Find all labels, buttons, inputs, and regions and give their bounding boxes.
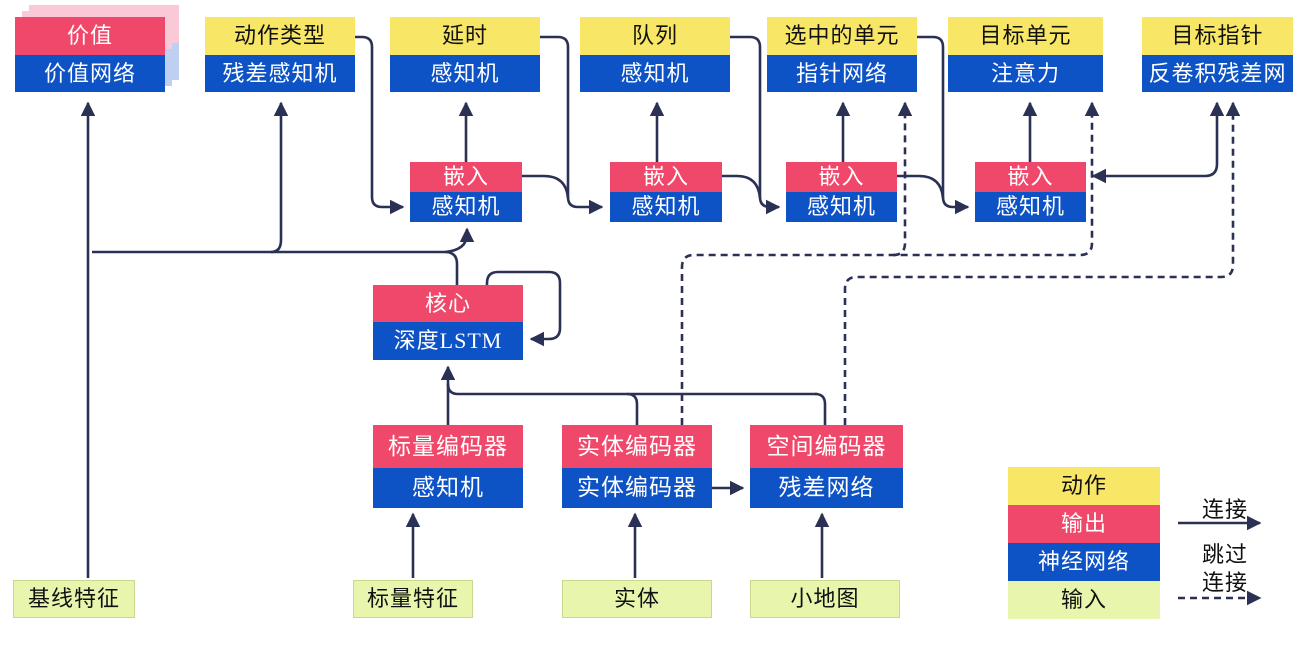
skip-entity-to-target-unit <box>680 101 1100 425</box>
embed3-network-label: 感知机 <box>786 192 897 222</box>
skip-entity-to-selected <box>892 101 913 257</box>
input-minimap: 小地图 <box>750 580 900 618</box>
embed2-network-label: 感知机 <box>610 192 722 222</box>
legend-connection-label: 连接 <box>1201 497 1248 522</box>
queue-network-label: 感知机 <box>580 55 730 92</box>
legend-action-label: 动作 <box>1008 467 1160 505</box>
target-unit-network-label: 注意力 <box>948 55 1103 92</box>
core-network-label: 深度LSTM <box>373 322 523 360</box>
node-spatial-encoder: 空间编码器 残差网络 <box>750 425 903 508</box>
selected-units-action-label: 选中的单元 <box>767 17 917 55</box>
edge-core-output-bus <box>92 250 459 285</box>
legend-skip-label-line2: 连接 <box>1201 570 1248 595</box>
edge-core-to-embed1 <box>444 227 475 254</box>
spatial-encoder-output-label: 空间编码器 <box>750 425 903 468</box>
input-baseline-features: 基线特征 <box>13 580 135 618</box>
node-value: 价值 价值网络 <box>15 17 165 92</box>
input-entities: 实体 <box>562 580 712 618</box>
legend-skip-label-line1: 跳过 <box>1201 542 1248 567</box>
spatial-encoder-network-label: 残差网络 <box>750 468 903 508</box>
edge-spatial-encoder-join <box>814 392 827 425</box>
legend: 动作 输出 神经网络 输入 <box>1008 467 1160 619</box>
edge-selected-to-embed4 <box>917 35 970 215</box>
node-action-type: 动作类型 残差感知机 <box>205 17 355 92</box>
embed1-output-label: 嵌入 <box>410 162 522 192</box>
embed3-output-label: 嵌入 <box>786 162 897 192</box>
node-entity-encoder: 实体编码器 实体编码器 <box>562 425 712 508</box>
delay-action-label: 延时 <box>390 17 540 55</box>
legend-output-label: 输出 <box>1008 505 1160 543</box>
embed2-output-label: 嵌入 <box>610 162 722 192</box>
core-output-label: 核心 <box>373 285 523 322</box>
target-unit-action-label: 目标单元 <box>948 17 1103 55</box>
entity-encoder-network-label: 实体编码器 <box>562 468 712 508</box>
entity-encoder-output-label: 实体编码器 <box>562 425 712 468</box>
node-embed-2: 嵌入 感知机 <box>610 162 722 222</box>
value-network-label: 价值网络 <box>15 55 165 92</box>
action-type-network-label: 残差感知机 <box>205 55 355 92</box>
node-delay: 延时 感知机 <box>390 17 540 92</box>
edge-core-self-loop <box>485 270 562 347</box>
skip-spatial-to-target-point <box>843 101 1241 425</box>
node-core: 核心 深度LSTM <box>373 285 523 360</box>
node-scalar-encoder: 标量编码器 感知机 <box>373 425 523 508</box>
edge-entity-encoder-join <box>626 392 639 425</box>
edge-core-to-action-type <box>270 101 289 254</box>
action-type-action-label: 动作类型 <box>205 17 355 55</box>
selected-units-network-label: 指针网络 <box>767 55 917 92</box>
edge-encoder-bus <box>446 383 817 396</box>
legend-network-label: 神经网络 <box>1008 543 1160 581</box>
embed4-network-label: 感知机 <box>975 192 1086 222</box>
queue-action-label: 队列 <box>580 17 730 55</box>
delay-network-label: 感知机 <box>390 55 540 92</box>
edge-embed1-to-embed2 <box>522 174 570 199</box>
node-queue: 队列 感知机 <box>580 17 730 92</box>
edge-queue-to-embed3 <box>730 35 781 215</box>
edge-delay-to-embed2 <box>540 35 604 215</box>
edge-embed3-to-embed4 <box>897 174 945 199</box>
input-scalar-features: 标量特征 <box>353 580 473 618</box>
edge-embed2-to-embed3 <box>722 174 762 199</box>
node-target-unit: 目标单元 注意力 <box>948 17 1103 92</box>
embed4-output-label: 嵌入 <box>975 162 1086 192</box>
embed1-network-label: 感知机 <box>410 192 522 222</box>
scalar-encoder-output-label: 标量编码器 <box>373 425 523 468</box>
node-embed-4: 嵌入 感知机 <box>975 162 1086 222</box>
node-embed-3: 嵌入 感知机 <box>786 162 897 222</box>
target-point-network-label: 反卷积残差网 <box>1142 55 1293 92</box>
edge-embed4-target-point <box>1091 101 1225 184</box>
edge-action-type-to-embed1 <box>355 35 405 215</box>
node-target-point: 目标指针 反卷积残差网 <box>1142 17 1293 92</box>
node-embed-1: 嵌入 感知机 <box>410 162 522 222</box>
target-point-action-label: 目标指针 <box>1142 17 1293 55</box>
scalar-encoder-network-label: 感知机 <box>373 468 523 508</box>
legend-input-label: 输入 <box>1008 581 1160 619</box>
value-output-label: 价值 <box>15 17 165 55</box>
node-selected-units: 选中的单元 指针网络 <box>767 17 917 92</box>
